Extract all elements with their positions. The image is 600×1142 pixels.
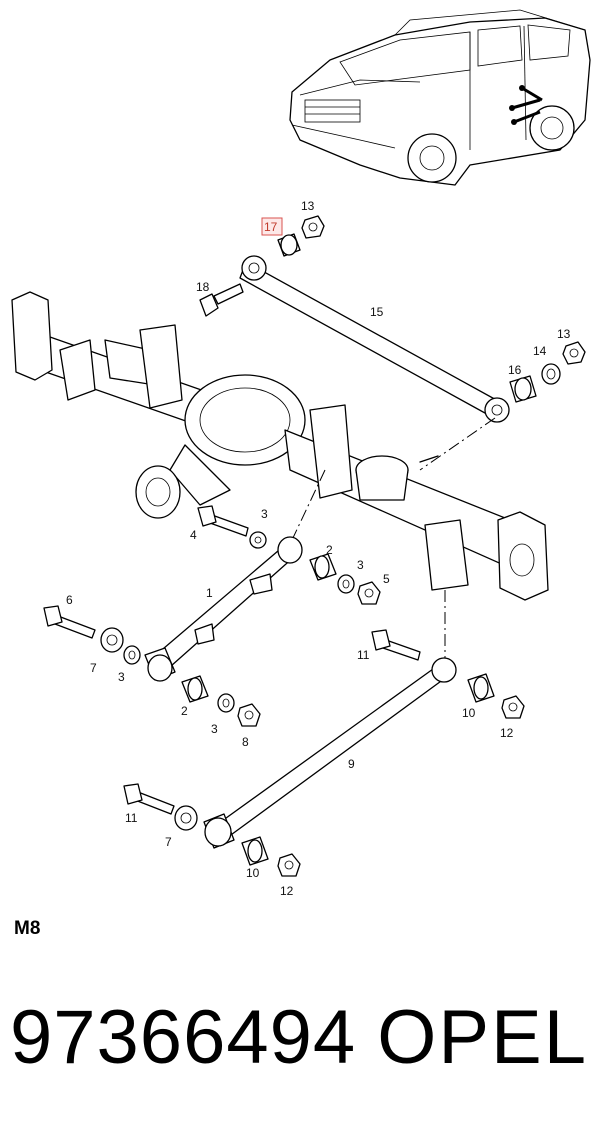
rear-suspension-diagram: 17 13 18 15 13 14 16 3 4 2 3 5 1 6 7 3 1… bbox=[11, 9, 591, 898]
washer-3-a bbox=[249, 531, 267, 549]
assembly-line-upper bbox=[419, 417, 496, 471]
bolt-18 bbox=[199, 283, 244, 317]
callout-7-a[interactable]: 7 bbox=[90, 661, 97, 675]
part-number: 97366494 bbox=[10, 995, 357, 1080]
lower-link-1 bbox=[144, 536, 303, 682]
brand-name: OPEL bbox=[377, 995, 588, 1080]
washer-3-d bbox=[217, 693, 235, 713]
nut-12-lower bbox=[277, 853, 301, 877]
upper-link-15 bbox=[239, 255, 510, 423]
bushing-7-b bbox=[174, 805, 198, 831]
bushing-2-b bbox=[181, 675, 209, 703]
callout-13-top[interactable]: 13 bbox=[301, 199, 315, 213]
bolt-11-lower bbox=[123, 783, 175, 815]
callout-12-upper[interactable]: 12 bbox=[500, 726, 514, 740]
callout-3-d[interactable]: 3 bbox=[211, 722, 218, 736]
callout-8[interactable]: 8 bbox=[242, 735, 249, 749]
bushing-16 bbox=[509, 375, 537, 403]
bushing-10-upper bbox=[467, 673, 495, 703]
callout-17[interactable]: 17 bbox=[264, 220, 278, 234]
callout-13-right[interactable]: 13 bbox=[557, 327, 571, 341]
bushing-10-lower bbox=[241, 836, 269, 866]
washer-14 bbox=[541, 363, 561, 385]
callouts: 17 13 18 15 13 14 16 3 4 2 3 5 1 6 7 3 1… bbox=[66, 199, 571, 898]
rear-axle-housing bbox=[11, 291, 549, 601]
bolt-6 bbox=[43, 605, 96, 639]
nut-13-right bbox=[562, 341, 586, 365]
section-label: M8 bbox=[14, 918, 41, 939]
callout-4[interactable]: 4 bbox=[190, 528, 197, 542]
callout-6[interactable]: 6 bbox=[66, 593, 73, 607]
callout-3-c[interactable]: 3 bbox=[118, 670, 125, 684]
nut-12-upper bbox=[501, 695, 525, 719]
assembly-line-left bbox=[291, 469, 326, 541]
callout-11-lower[interactable]: 11 bbox=[125, 811, 138, 825]
callout-18[interactable]: 18 bbox=[196, 280, 210, 294]
callout-1[interactable]: 1 bbox=[206, 586, 213, 600]
callout-16[interactable]: 16 bbox=[508, 363, 522, 377]
callout-11-upper[interactable]: 11 bbox=[357, 648, 370, 662]
bushing-17 bbox=[277, 233, 301, 257]
nut-5 bbox=[357, 581, 381, 605]
callout-2-a[interactable]: 2 bbox=[326, 543, 333, 557]
callout-2-b[interactable]: 2 bbox=[181, 704, 188, 718]
lower-link-9 bbox=[203, 657, 457, 849]
bolt-4 bbox=[197, 505, 249, 537]
callout-15[interactable]: 15 bbox=[370, 305, 384, 319]
callout-7-b[interactable]: 7 bbox=[165, 835, 172, 849]
callout-3-a[interactable]: 3 bbox=[261, 507, 268, 521]
nut-13-top bbox=[301, 215, 325, 239]
callout-5[interactable]: 5 bbox=[383, 572, 390, 586]
callout-14[interactable]: 14 bbox=[533, 344, 547, 358]
callout-9[interactable]: 9 bbox=[348, 757, 355, 771]
callout-10-upper[interactable]: 10 bbox=[462, 706, 476, 720]
bushing-2-a bbox=[309, 553, 337, 581]
callout-17-highlight bbox=[261, 217, 283, 236]
callout-3-b[interactable]: 3 bbox=[357, 558, 364, 572]
washer-3-b bbox=[337, 574, 355, 594]
bushing-7-a bbox=[100, 627, 124, 653]
vehicle-illustration bbox=[289, 9, 591, 186]
callout-12-lower[interactable]: 12 bbox=[280, 884, 294, 898]
nut-8 bbox=[237, 703, 261, 727]
bolt-11-upper bbox=[371, 629, 421, 661]
washer-3-c bbox=[123, 645, 141, 665]
callout-10-lower[interactable]: 10 bbox=[246, 866, 260, 880]
